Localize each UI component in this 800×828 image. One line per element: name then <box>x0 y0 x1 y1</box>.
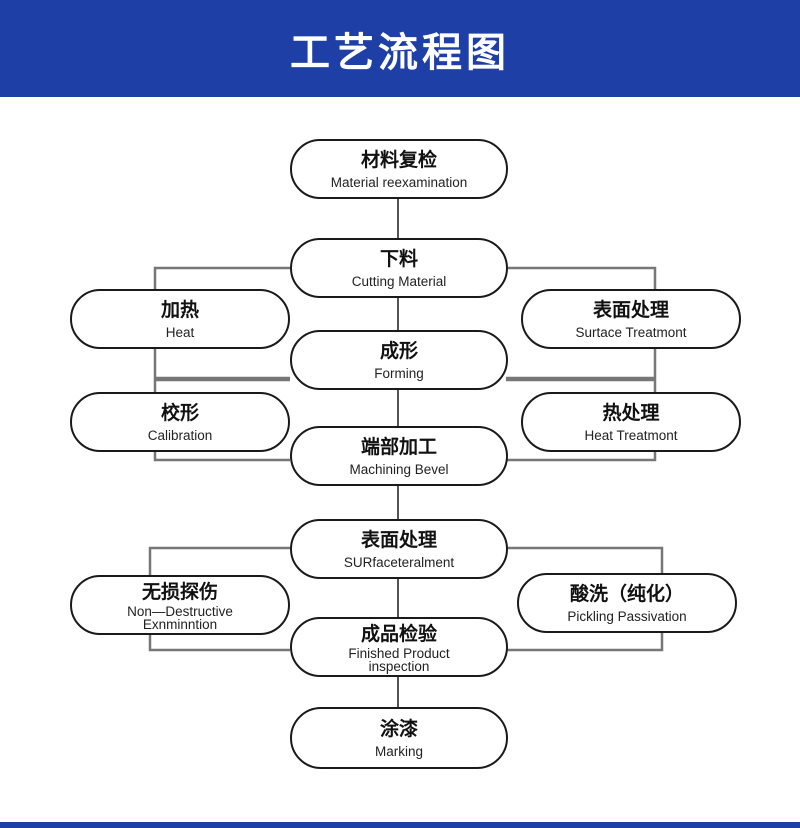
node-label-zh: 下料 <box>379 248 418 270</box>
node-pickling: 酸洗（纯化） Pickling Passivation <box>517 573 737 633</box>
node-machining-bevel: 端部加工 Machining Bevel <box>290 426 508 486</box>
node-material-recheck: 材料复检 Material reexamination <box>290 139 508 199</box>
connector-forming-calibration <box>153 378 290 392</box>
connector-surface-pickling <box>506 546 664 573</box>
node-label-zh: 加热 <box>160 299 199 321</box>
connector-pickling-inspection <box>506 633 664 652</box>
node-surface-treatment-right: 表面处理 Surtace Treatmont <box>521 289 741 349</box>
node-label-zh: 表面处理 <box>360 529 437 551</box>
connector-forming-heattreat <box>506 378 657 392</box>
node-label-zh: 成品检验 <box>360 622 437 645</box>
node-painting: 涂漆 Marking <box>290 707 508 769</box>
node-label-en: Machining Bevel <box>349 462 449 477</box>
connector-surface-forming <box>506 349 657 380</box>
node-label-zh: 涂漆 <box>379 718 418 740</box>
node-label-en: Material reexamination <box>330 175 468 190</box>
node-label-zh: 无损探伤 <box>141 580 218 603</box>
node-label-zh: 酸洗（纯化） <box>569 583 684 605</box>
header-banner: 工艺流程图 <box>0 0 800 97</box>
node-label-en: Heat Treatmont <box>584 428 678 443</box>
connector-ndt-inspection <box>148 633 290 652</box>
node-label-zh: 材料复检 <box>360 149 437 171</box>
page-title: 工艺流程图 <box>290 29 510 76</box>
node-label-en: Marking <box>374 744 423 759</box>
node-label-zh: 表面处理 <box>592 299 669 321</box>
node-forming: 成形 Forming <box>290 330 508 390</box>
node-label-en: Calibration <box>147 428 213 443</box>
footer-bar <box>0 822 800 828</box>
node-label-en: Forming <box>374 366 424 381</box>
connector-cut-heat <box>153 266 290 289</box>
node-label-en: Non—Destructive Exnminntion <box>127 603 233 632</box>
node-surface-treatment-center: 表面处理 SURfaceteralment <box>290 519 508 579</box>
node-final-inspection: 成品检验 Finished Product inspection <box>290 617 508 677</box>
connector-cut-surface <box>506 266 657 289</box>
node-label-zh: 热处理 <box>602 402 660 424</box>
node-label-en: Finished Product inspection <box>348 645 450 674</box>
node-label-zh: 成形 <box>379 340 418 362</box>
connector-surface-ndt <box>148 546 290 575</box>
node-heating: 加热 Heat <box>70 289 290 349</box>
node-label-en: Surtace Treatmont <box>575 325 687 340</box>
node-label-en: Heat <box>165 325 195 340</box>
connector-heattreat-machining <box>506 452 657 462</box>
connector-calibration-machining <box>153 452 290 462</box>
node-label-en: Cutting Material <box>351 274 447 289</box>
node-heat-treatment: 热处理 Heat Treatmont <box>521 392 741 452</box>
node-label-en: SURfaceteralment <box>343 555 455 570</box>
node-ndt: 无损探伤 Non—Destructive Exnminntion <box>70 575 290 635</box>
node-label-zh: 端部加工 <box>360 436 437 458</box>
node-label-zh: 校形 <box>160 402 199 424</box>
node-label-en: Pickling Passivation <box>567 609 687 624</box>
node-cutting: 下料 Cutting Material <box>290 238 508 298</box>
node-calibration: 校形 Calibration <box>70 392 290 452</box>
connector-heat-forming <box>153 349 290 380</box>
